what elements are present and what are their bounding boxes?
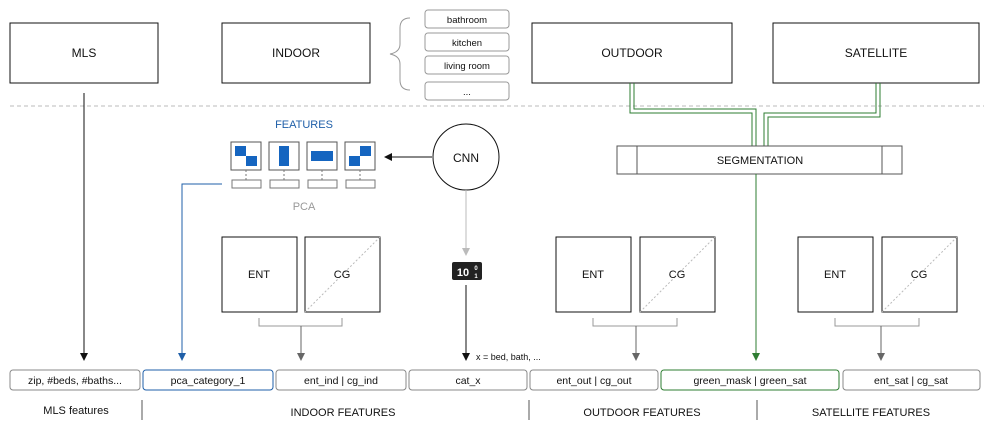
pca-label: PCA bbox=[293, 201, 316, 213]
feature-box-green bbox=[660, 369, 840, 391]
group-label-mls: MLS features bbox=[43, 405, 109, 417]
feature-text: ent_ind | cg_ind bbox=[304, 375, 378, 387]
ent-label-indoor: ENT bbox=[248, 269, 270, 281]
ent-box-indoor bbox=[221, 236, 298, 313]
cg-label-indoor: CG bbox=[334, 269, 351, 281]
feature-text: ent_sat | cg_sat bbox=[874, 375, 948, 387]
feature-box-pca bbox=[142, 369, 274, 391]
outdoor-merge-bracket bbox=[592, 318, 678, 327]
satellite-box bbox=[772, 22, 980, 84]
ent-box-outdoor bbox=[555, 236, 632, 313]
segmentation-inputs bbox=[629, 83, 881, 146]
mls-label: MLS bbox=[72, 46, 97, 60]
segmentation-label: SEGMENTATION bbox=[717, 155, 803, 167]
feature-box-outdoor bbox=[529, 369, 659, 391]
feature-box-satellite bbox=[842, 369, 981, 391]
room-item: ... bbox=[463, 87, 471, 98]
feature-row: zip, #beds, #baths... pca_category_1 ent… bbox=[9, 369, 981, 391]
group-label-outdoor: OUTDOOR FEATURES bbox=[583, 407, 700, 419]
satellite-label: SATELLITE bbox=[845, 46, 907, 60]
room-item: kitchen bbox=[452, 38, 482, 49]
cnn-label: CNN bbox=[453, 151, 479, 165]
feature-box-indoor bbox=[275, 369, 407, 391]
segmentation-box bbox=[616, 145, 903, 175]
feature-text: cat_x bbox=[455, 375, 481, 387]
features-title: FEATURES bbox=[275, 119, 333, 131]
svg-text:0: 0 bbox=[474, 266, 478, 272]
feature-text: zip, #beds, #baths... bbox=[28, 375, 122, 387]
pca-vectors bbox=[231, 170, 376, 189]
indoor-merge-bracket bbox=[258, 318, 343, 327]
feature-map-icons bbox=[230, 141, 376, 171]
room-item-box bbox=[424, 55, 510, 75]
ent-label-satellite: ENT bbox=[824, 269, 846, 281]
room-item: bathroom bbox=[447, 15, 487, 26]
svg-text:10: 10 bbox=[457, 267, 469, 279]
group-label-indoor: INDOOR FEATURES bbox=[291, 407, 396, 419]
group-label-satellite: SATELLITE FEATURES bbox=[812, 407, 930, 419]
satellite-merge-bracket bbox=[834, 318, 920, 327]
ent-box-satellite bbox=[797, 236, 874, 313]
outdoor-box bbox=[531, 22, 733, 84]
feature-text: ent_out | cg_out bbox=[556, 375, 631, 387]
cg-label-outdoor: CG bbox=[669, 269, 686, 281]
pca-arrow bbox=[178, 183, 222, 361]
x-annotation: x = bed, bath, ... bbox=[476, 352, 541, 362]
cg-label-satellite: CG bbox=[911, 269, 928, 281]
room-item: living room bbox=[444, 61, 490, 72]
room-item-box bbox=[424, 32, 510, 52]
feature-box-mls bbox=[9, 369, 141, 391]
room-brace bbox=[389, 17, 411, 91]
ent-label-outdoor: ENT bbox=[582, 269, 604, 281]
room-item-box bbox=[424, 9, 510, 29]
count-glyph-icon: 10 0 1 bbox=[452, 262, 482, 280]
indoor-label: INDOOR bbox=[272, 46, 320, 60]
feature-box-cat bbox=[408, 369, 528, 391]
svg-text:1: 1 bbox=[474, 274, 478, 280]
outdoor-label: OUTDOOR bbox=[601, 46, 663, 60]
feature-text: pca_category_1 bbox=[171, 375, 246, 387]
room-list: bathroom kitchen living room ... bbox=[424, 9, 510, 101]
indoor-box bbox=[221, 22, 371, 84]
mls-box bbox=[9, 22, 159, 84]
feature-text: green_mask | green_sat bbox=[693, 375, 806, 387]
room-item-box bbox=[424, 81, 510, 101]
